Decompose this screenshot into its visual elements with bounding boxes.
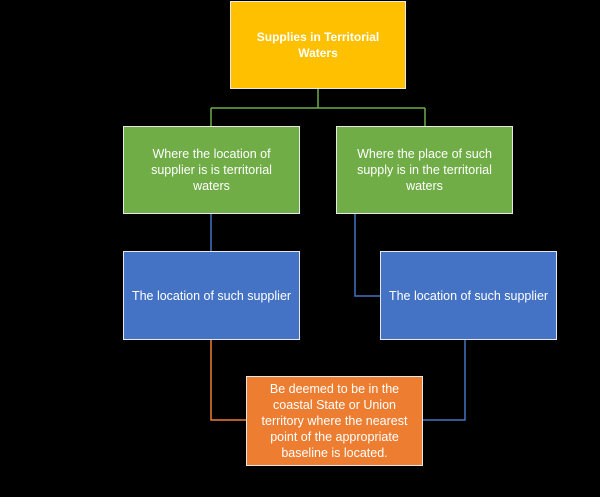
root-node: Supplies in Territorial Waters — [230, 1, 406, 89]
root-node-label: Supplies in Territorial Waters — [256, 30, 380, 60]
branch-node-supplier-location: Where the location of supplier is is ter… — [123, 126, 300, 214]
branch-node-label: Where the place of such supply is in the… — [357, 147, 492, 193]
connector-root-to-branches — [210, 89, 426, 126]
connector-right-branch-to-result — [354, 214, 380, 297]
result-node-label: The location of such supplier — [388, 288, 549, 303]
result-node-right: The location of such supplier — [380, 251, 557, 340]
branch-node-label: Where the location of supplier is is ter… — [151, 147, 272, 193]
connector-right-result-to-outcome — [423, 340, 466, 421]
outcome-node: Be deemed to be in the coastal State or … — [246, 376, 423, 466]
connector-left-result-to-outcome — [210, 340, 246, 421]
result-node-left: The location of such supplier — [123, 251, 300, 340]
outcome-node-label: Be deemed to be in the coastal State or … — [261, 382, 408, 460]
result-node-label: The location of such supplier — [131, 288, 292, 303]
branch-node-supply-place: Where the place of such supply is in the… — [336, 126, 513, 214]
